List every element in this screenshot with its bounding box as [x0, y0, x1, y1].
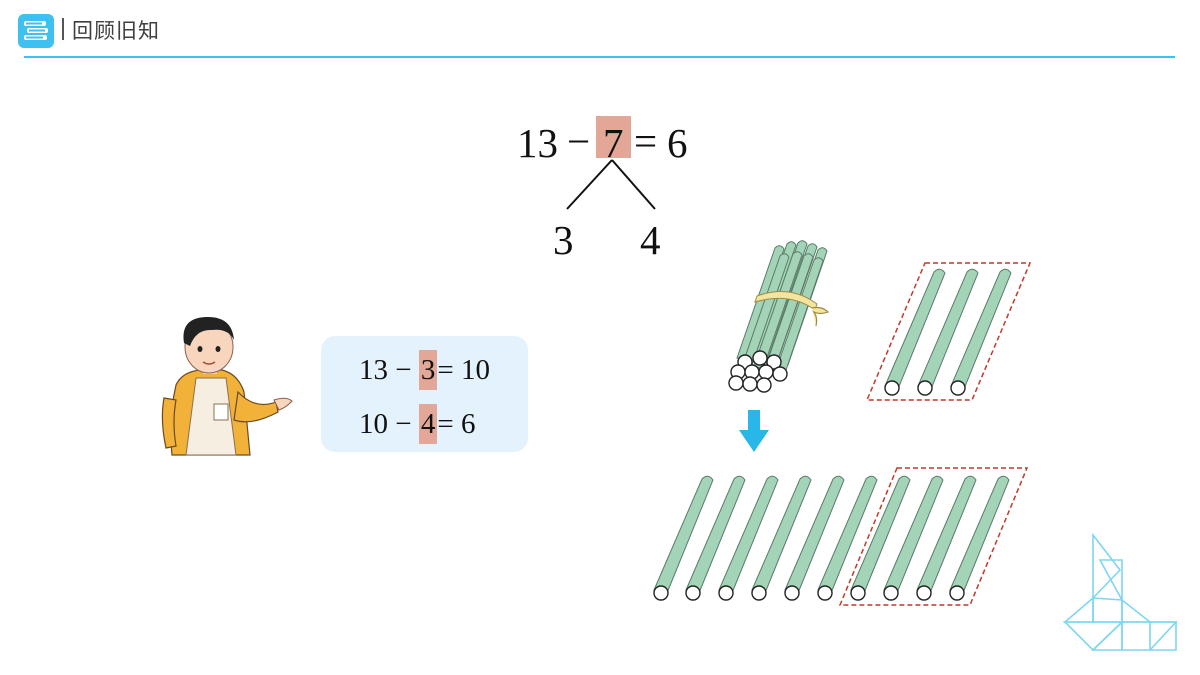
page-title: 回顾旧知: [72, 19, 160, 43]
bubble-line-2: 10 − 4= 6: [359, 404, 476, 444]
line1-result: 10: [460, 354, 490, 386]
line1-equals: =: [437, 354, 454, 386]
header: 回顾旧知: [0, 0, 1200, 60]
bubble-line-1: 13 − 3= 10: [359, 350, 490, 390]
equals-sign: =: [634, 118, 658, 164]
split-line-left: [566, 159, 613, 210]
speech-bubble: 13 − 3= 10 10 − 4= 6: [321, 336, 528, 452]
minus-sign: −: [567, 118, 591, 164]
split-right: 4: [640, 217, 661, 263]
line2-minus: −: [395, 408, 412, 440]
ten-sticks-row: [653, 467, 1029, 606]
subtrahend: 7: [603, 120, 624, 166]
title-divider: [62, 18, 64, 40]
line2-highlight: 4: [418, 404, 438, 444]
line1-minuend: 13: [359, 354, 388, 386]
minuend: 13: [517, 120, 558, 166]
split-left: 3: [553, 217, 574, 263]
split-line-right: [611, 159, 656, 210]
result: 6: [667, 120, 688, 166]
books-icon: [18, 14, 54, 48]
down-arrow-icon: [739, 410, 769, 452]
highlight-box: [596, 116, 631, 158]
header-underline: [24, 56, 1175, 58]
bundle-of-ten-sticks: [728, 240, 830, 393]
line2-minuend: 10: [359, 408, 388, 440]
three-sticks-group: [865, 262, 1032, 401]
boy-pointing-figure: [161, 316, 293, 456]
line1-highlight: 3: [418, 350, 438, 390]
tangram-boat-icon: [1062, 532, 1178, 652]
line2-result: 6: [460, 408, 476, 440]
line1-minus: −: [395, 354, 412, 386]
line2-equals: =: [437, 408, 454, 440]
